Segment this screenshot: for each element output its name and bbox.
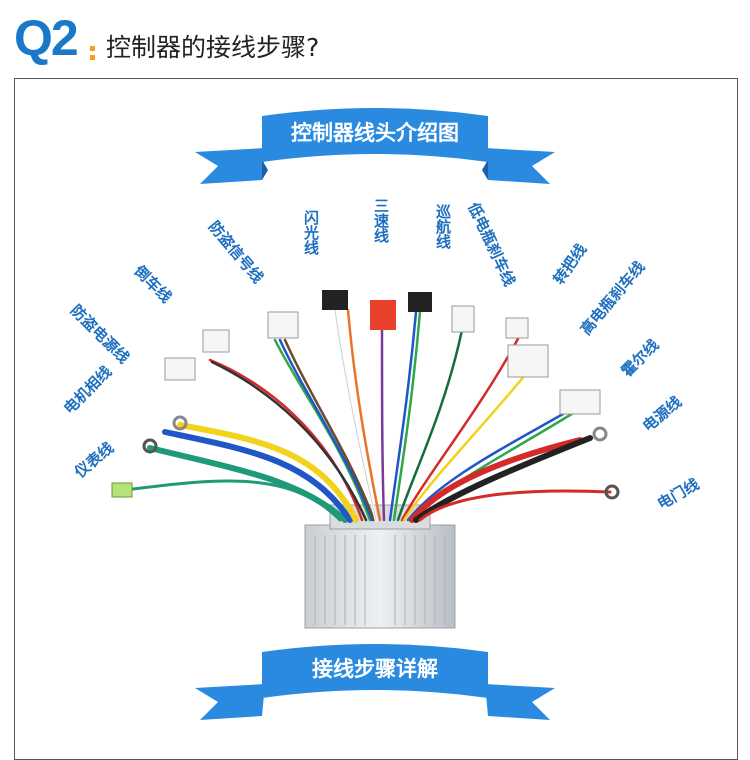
signal-connector: [267, 311, 299, 339]
label-cruise-wire: 巡航线: [434, 204, 452, 249]
throttle-connector: [505, 317, 529, 339]
title-ribbon: 控制器线头介绍图: [195, 108, 555, 184]
connectors: [111, 290, 620, 500]
reverse-connector: [202, 329, 230, 353]
badge-colon: [90, 46, 96, 60]
cruise-connector: [408, 292, 432, 312]
phase-terminal: [142, 438, 158, 454]
flash-connector: [322, 290, 348, 310]
diagram-title: 控制器线头介绍图: [291, 121, 459, 145]
power-terminal: [592, 426, 608, 442]
meter-connector: [111, 482, 133, 498]
page-title: 控制器的接线步骤?: [106, 33, 320, 62]
controller-box: [304, 504, 456, 629]
power-connector: [559, 389, 601, 415]
controller-wiring-figure: 控制器线头介绍图 接线步骤详解: [111, 108, 620, 720]
low-brake-connector: [451, 305, 475, 333]
q2-badge: Q2: [14, 10, 79, 66]
hall-connector: [507, 344, 549, 378]
speed-connector: [370, 300, 396, 330]
wire-harness: [123, 308, 612, 523]
steps-ribbon: 接线步骤详解: [195, 644, 555, 720]
lock-terminal: [604, 484, 620, 500]
steps-title: 接线步骤详解: [312, 657, 438, 681]
label-three-speed-wire: 三速线: [372, 198, 390, 243]
label-flash-wire: 闪光线: [302, 210, 320, 255]
phase-terminal: [172, 415, 188, 431]
anti-theft-power-connector: [164, 357, 196, 381]
